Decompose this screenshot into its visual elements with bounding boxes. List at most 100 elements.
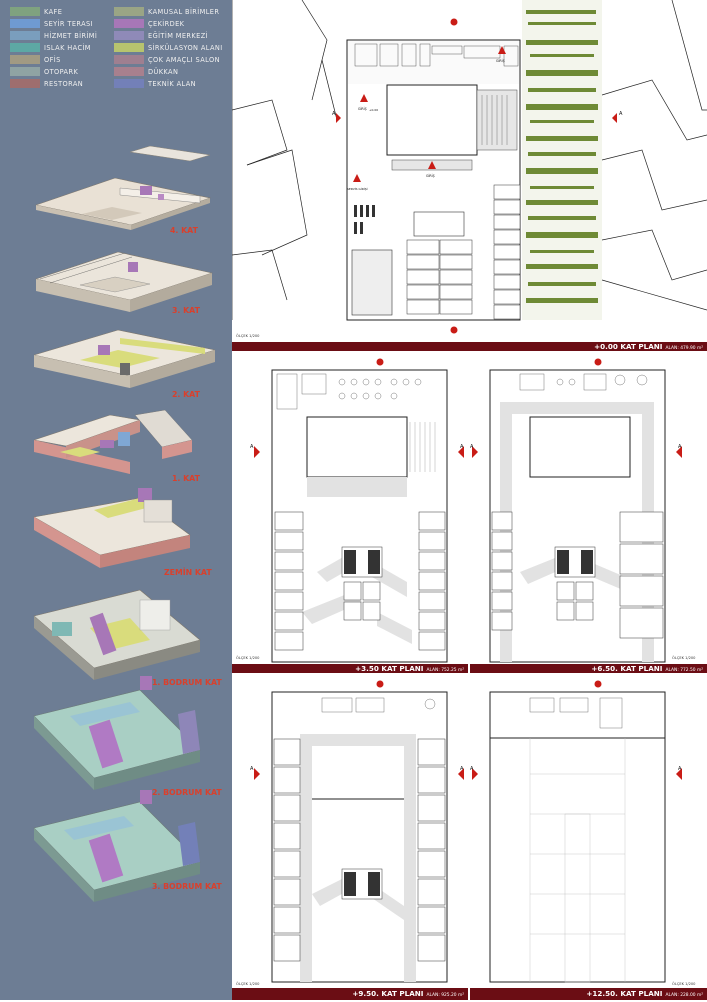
plans-panel: GİRİŞ GİRİŞ SERVİS GİRİŞİ GİRİŞ +0.00 A …: [232, 0, 707, 1000]
section-marker-top: [450, 18, 458, 26]
legend-swatch: [114, 67, 144, 76]
floor-4-kat: [34, 177, 212, 230]
svg-text:SERVİS GİRİŞİ: SERVİS GİRİŞİ: [347, 186, 368, 191]
plan4-circulation: [300, 734, 416, 982]
svg-text:A: A: [678, 766, 682, 772]
svg-text:GİRİŞ: GİRİŞ: [426, 173, 435, 178]
floor-label-2: 2. KAT: [172, 390, 200, 399]
floor-label-zemin: ZEMİN KAT: [164, 568, 212, 577]
plan4-offices: [273, 738, 446, 962]
legend-swatch: [114, 19, 144, 28]
legend-item-hizmet-birimi: HİZMET BİRİMİ: [10, 30, 97, 41]
plan5-section-markers: A A: [470, 680, 682, 780]
floor-plan-12-50: A A: [470, 680, 682, 983]
plan5-furniture: [529, 697, 623, 729]
floor-3-bodrum-kat: [33, 790, 201, 902]
svg-text:A: A: [332, 111, 336, 117]
plan3-furniture: [519, 373, 648, 391]
legend-item-egitim-merkezi: EĞİTİM MERKEZİ: [114, 30, 208, 41]
legend-item-ofis: OFİS: [10, 54, 61, 65]
plan5-roof-grid: [529, 738, 626, 983]
svg-text:GİRİŞ: GİRİŞ: [358, 106, 367, 111]
scale-label-1: ÖLÇEK 1/200: [236, 334, 260, 338]
scale-label-4: ÖLÇEK 1/200: [236, 982, 260, 986]
plan4-core-fill: [344, 872, 380, 896]
legend-swatch: [114, 7, 144, 16]
legend-swatch: [10, 19, 40, 28]
green-bands: [526, 10, 598, 303]
floor-1-kat: [33, 409, 193, 474]
legend-swatch: [114, 43, 144, 52]
entrance-marker-right: GİRİŞ: [496, 46, 506, 63]
floor-label-4: 4. KAT: [170, 226, 198, 235]
scale-label-5: ÖLÇEK 1/200: [672, 982, 696, 986]
ground-top-wing: [348, 41, 519, 84]
legend-swatch: [114, 79, 144, 88]
plan3-core-fill: [557, 550, 593, 574]
svg-text:A: A: [250, 766, 254, 772]
svg-text:GİRİŞ: GİRİŞ: [496, 58, 505, 63]
site-parcels: [232, 0, 707, 320]
plan2-offices-left: [274, 511, 304, 651]
dukkan-row-center: [406, 239, 473, 315]
legend-swatch: [114, 31, 144, 40]
floor-plan-9-50: A A: [250, 680, 464, 983]
roof-slab: [129, 145, 211, 162]
floor-zemin-kat: [33, 488, 191, 568]
floor-2-kat: [33, 329, 216, 388]
entrance-marker-left: GİRİŞ: [358, 94, 368, 111]
legend-swatch: [10, 79, 40, 88]
exploded-floor-stack: [33, 145, 216, 902]
exploded-axonometric-panel: KAFE SEYİR TERASI HİZMET BİRİMİ ISLAK HA…: [0, 0, 232, 1000]
legend-swatch: [10, 7, 40, 16]
svg-text:A: A: [470, 766, 474, 772]
legend-item-teknik-alan: TEKNİK ALAN: [114, 78, 196, 89]
floor-2-bodrum-kat: [33, 676, 201, 790]
legend-item-restoran: RESTORAN: [10, 78, 83, 89]
ground-wc-stalls: [354, 205, 375, 234]
plan2-core-fill: [344, 550, 380, 574]
entrance-marker-service: SERVİS GİRİŞİ: [347, 174, 368, 191]
plan2-offices-right: [418, 511, 446, 651]
plan3-section-markers: A A: [470, 358, 682, 458]
floor-1-bodrum-kat: [33, 589, 201, 680]
plan4-section-markers: A A: [250, 680, 464, 780]
floor-label-1: 1. KAT: [172, 474, 200, 483]
svg-text:A: A: [460, 444, 464, 450]
legend-item-seyir-terasi: SEYİR TERASI: [10, 18, 93, 29]
plan2-stairs: [409, 422, 436, 472]
legend-item-cok-amacli-salon: ÇOK AMAÇLI SALON: [114, 54, 220, 65]
section-marker-right: A: [612, 111, 623, 123]
legend-swatch: [10, 31, 40, 40]
plan4-furniture: [321, 697, 436, 713]
legend-item-otopark: OTOPARK: [10, 66, 78, 77]
legend-item-islak-hacim: ISLAK HACİM: [10, 42, 91, 53]
ground-floor-plan: GİRİŞ GİRİŞ SERVİS GİRİŞİ GİRİŞ +0.00 A …: [232, 0, 707, 334]
svg-text:+0.00: +0.00: [369, 108, 378, 112]
floor-label-3: 3. KAT: [172, 306, 200, 315]
legend-item-sirkulasyon-alani: SİRKÜLASYON ALANI: [114, 42, 223, 53]
floor-label-1-bodrum: 1. BODRUM KAT: [152, 678, 222, 687]
entrance-marker-center: GİRİŞ: [426, 161, 436, 178]
section-markers: A A: [332, 18, 623, 334]
legend-swatch: [10, 43, 40, 52]
floor-label-2-bodrum: 2. BODRUM KAT: [152, 788, 222, 797]
ground-core: [351, 211, 465, 316]
legend-swatch: [10, 67, 40, 76]
svg-text:A: A: [460, 766, 464, 772]
floor-label-3-bodrum: 3. BODRUM KAT: [152, 882, 222, 891]
park-strip: [522, 0, 602, 320]
legend-swatch: [10, 55, 40, 64]
plan2-section-markers: A A: [250, 358, 464, 458]
legend-item-kafe: KAFE: [10, 6, 62, 17]
scale-label-2: ÖLÇEK 1/200: [236, 656, 260, 660]
svg-text:A: A: [250, 444, 254, 450]
legend-swatch: [114, 55, 144, 64]
svg-text:A: A: [470, 444, 474, 450]
scale-label-3: ÖLÇEK 1/200: [672, 656, 696, 660]
svg-text:A: A: [678, 444, 682, 450]
